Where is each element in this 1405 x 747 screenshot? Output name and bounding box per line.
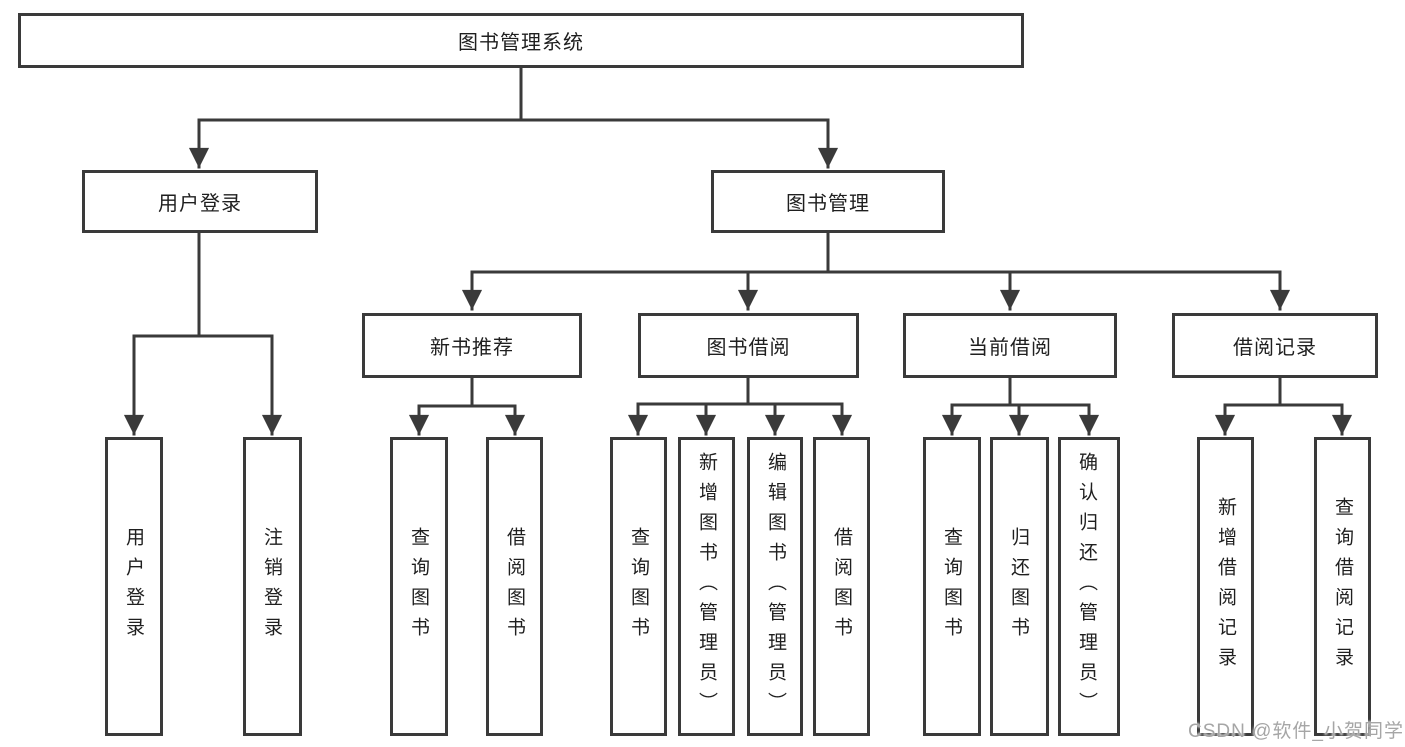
leaf-user-login: 用户登录 xyxy=(105,437,163,736)
leaf-add-borrow-record: 新增借阅记录 xyxy=(1197,437,1254,736)
leaf-logout-login: 注销登录 xyxy=(243,437,302,736)
node-book-borrow: 图书借阅 xyxy=(638,313,859,378)
leaf-borrow-books: 借阅图书 xyxy=(813,437,870,736)
node-user-login: 用户登录 xyxy=(82,170,318,233)
node-new-book-recommend: 新书推荐 xyxy=(362,313,582,378)
leaf-add-books-admin: 新增图书（管理员） xyxy=(678,437,735,736)
leaf-borrow-books-recommend: 借阅图书 xyxy=(486,437,543,736)
leaf-query-books-borrow: 查询图书 xyxy=(610,437,667,736)
leaf-return-books: 归还图书 xyxy=(990,437,1049,736)
leaf-query-books-current: 查询图书 xyxy=(923,437,981,736)
leaf-query-books-recommend: 查询图书 xyxy=(390,437,448,736)
node-root: 图书管理系统 xyxy=(18,13,1024,68)
leaf-query-borrow-record: 查询借阅记录 xyxy=(1314,437,1371,736)
node-current-borrow: 当前借阅 xyxy=(903,313,1117,378)
leaf-confirm-return-admin: 确认归还（管理员） xyxy=(1058,437,1120,736)
node-book-management: 图书管理 xyxy=(711,170,945,233)
node-borrow-records: 借阅记录 xyxy=(1172,313,1378,378)
leaf-edit-books-admin: 编辑图书（管理员） xyxy=(747,437,803,736)
csdn-watermark: CSDN @软件_小贺同学 xyxy=(1188,721,1404,742)
